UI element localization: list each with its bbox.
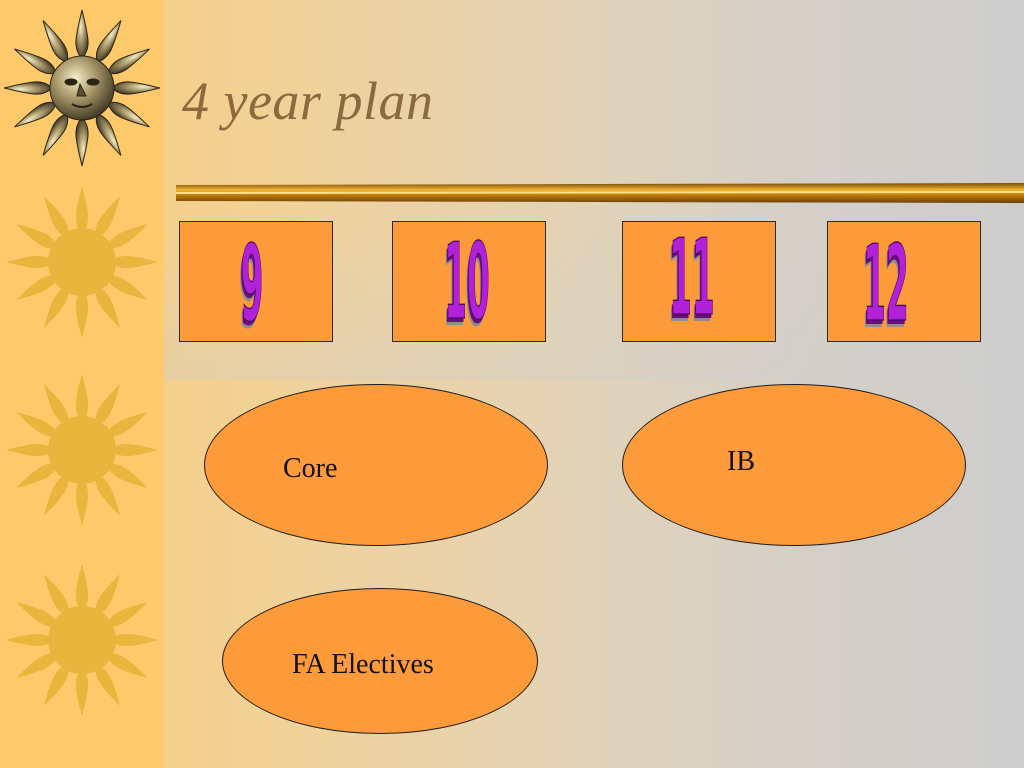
grade-12-box xyxy=(827,221,981,342)
grade-10-box xyxy=(392,221,546,342)
ib-oval: IB xyxy=(622,384,966,546)
slide-title: 4 year plan xyxy=(182,71,434,131)
sun-icon xyxy=(6,564,158,716)
grade-11-box xyxy=(622,221,776,342)
grade-9-box xyxy=(179,221,333,342)
title-divider-rule xyxy=(176,183,1024,203)
decorative-sun-strip xyxy=(0,0,164,768)
fa-electives-label: FA Electives xyxy=(292,649,434,680)
core-oval: Core xyxy=(204,384,548,546)
metallic-sun-face-icon xyxy=(3,9,161,167)
fa-electives-oval: FA Electives xyxy=(222,588,538,734)
grade-12-label: 12 xyxy=(863,224,909,346)
ib-label: IB xyxy=(727,446,755,477)
grade-10-label: 10 xyxy=(444,222,490,344)
grade-11-label: 11 xyxy=(669,218,715,340)
sun-icon xyxy=(6,186,158,338)
core-label: Core xyxy=(283,453,338,484)
sun-icon xyxy=(6,374,158,526)
grade-9-label: 9 xyxy=(240,224,264,346)
